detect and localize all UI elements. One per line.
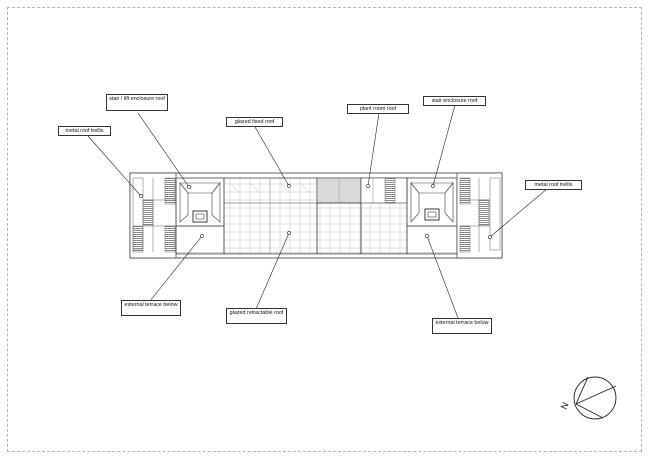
metal-roof-trellis-right [456, 172, 503, 259]
stair-lift-enclosure-left [175, 177, 225, 255]
label-metal-roof-trellis-right: metal roof trellis [525, 180, 582, 190]
label-external-terrace-below-left: external terrace below [121, 300, 181, 316]
leader-lines [87, 104, 549, 319]
label-stair-lift-enclosure-roof: stair / lift enclosure roof [106, 94, 168, 111]
stair-enclosure-right [406, 177, 458, 255]
north-arrow-graphic [573, 376, 617, 420]
label-stair-enclosure-roof: stair enclosure roof [423, 96, 486, 106]
plant-room-block [360, 177, 408, 255]
label-glazed-retractable-roof: glazed retractable roof [226, 308, 287, 324]
north-arrow-label: N [559, 401, 571, 411]
sheet-border [7, 7, 642, 452]
label-plant-room-roof: plant room roof [347, 104, 409, 114]
glazed-roof-central [223, 177, 362, 255]
label-external-terrace-below-right: external terrace below [432, 318, 492, 334]
label-metal-roof-trellis-left: metal roof trellis [58, 126, 111, 136]
label-glazed-fixed-roof: glazed fixed roof [226, 117, 283, 127]
metal-roof-trellis-left [129, 172, 177, 259]
